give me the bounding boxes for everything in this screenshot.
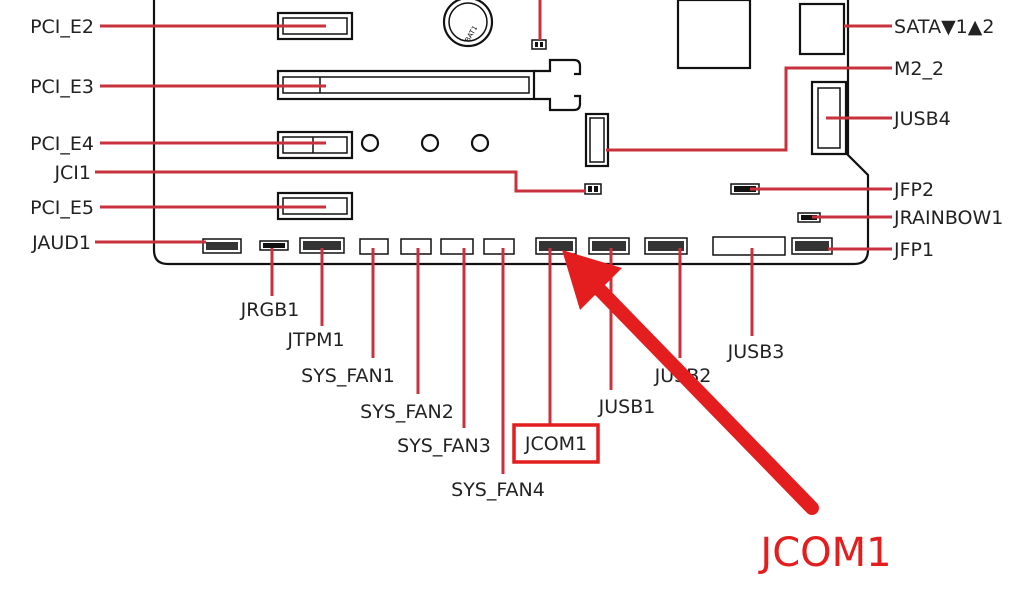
- label-pci-e4: PCI_E4: [30, 133, 94, 155]
- jusb1-header: [588, 237, 630, 255]
- label-jfp2: JFP2: [893, 179, 934, 201]
- label-jusb4: JUSB4: [893, 108, 951, 130]
- annotation-arrow: [562, 250, 819, 515]
- top-header-small: [531, 39, 547, 50]
- leader-lines: [95, 0, 892, 474]
- mount-hole: [360, 133, 380, 153]
- label-sata: SATA▼1▲2: [894, 16, 994, 38]
- label-sys-fan4: SYS_FAN4: [451, 479, 545, 501]
- jci1-header: [584, 183, 602, 195]
- label-jrgb1: JRGB1: [240, 299, 300, 321]
- label-jusb3: JUSB3: [727, 341, 785, 363]
- sys-fan4-header: [483, 238, 515, 255]
- mount-hole: [420, 133, 440, 153]
- label-m2-2: M2_2: [894, 58, 944, 80]
- label-jci1: JCI1: [53, 162, 91, 184]
- bat1-label: BAT1: [464, 24, 480, 43]
- jcom1-highlight: JCOM1: [512, 423, 600, 464]
- pci-e4-slot: [276, 130, 354, 160]
- jusb3-header: [712, 236, 786, 256]
- label-jrainbow1: JRAINBOW1: [893, 207, 1003, 229]
- sata-connector: [798, 2, 846, 56]
- jusb2-header: [644, 237, 688, 255]
- label-sys-fan2: SYS_FAN2: [360, 401, 454, 423]
- m2-slot: [584, 112, 610, 168]
- label-pci-e5: PCI_E5: [30, 197, 94, 219]
- label-sys-fan1: SYS_FAN1: [301, 365, 395, 387]
- board-outline: [152, 0, 870, 266]
- jrgb1-header: [259, 240, 289, 251]
- jusb4-connector: [810, 80, 848, 156]
- label-sys-fan3: SYS_FAN3: [397, 435, 491, 457]
- sys-fan2-header: [400, 238, 432, 255]
- label-pci-e3: PCI_E3: [30, 76, 94, 98]
- label-jcom1: JCOM1: [524, 433, 587, 455]
- jaud1-header: [202, 238, 242, 254]
- sys-fan3-header: [440, 238, 474, 255]
- label-jfp1: JFP1: [893, 239, 934, 261]
- label-jusb1: JUSB1: [598, 396, 656, 418]
- battery-bat1: BAT1: [442, 0, 494, 48]
- label-pci-e2: PCI_E2: [30, 16, 94, 38]
- chipset-block: [676, 0, 752, 70]
- jfp1-header: [791, 237, 833, 255]
- mount-hole: [470, 133, 490, 153]
- label-jtpm1: JTPM1: [286, 329, 344, 351]
- label-jaud1: JAUD1: [31, 232, 91, 254]
- annotation-jcom1: JCOM1: [757, 530, 891, 576]
- jcom1-header: [535, 237, 577, 255]
